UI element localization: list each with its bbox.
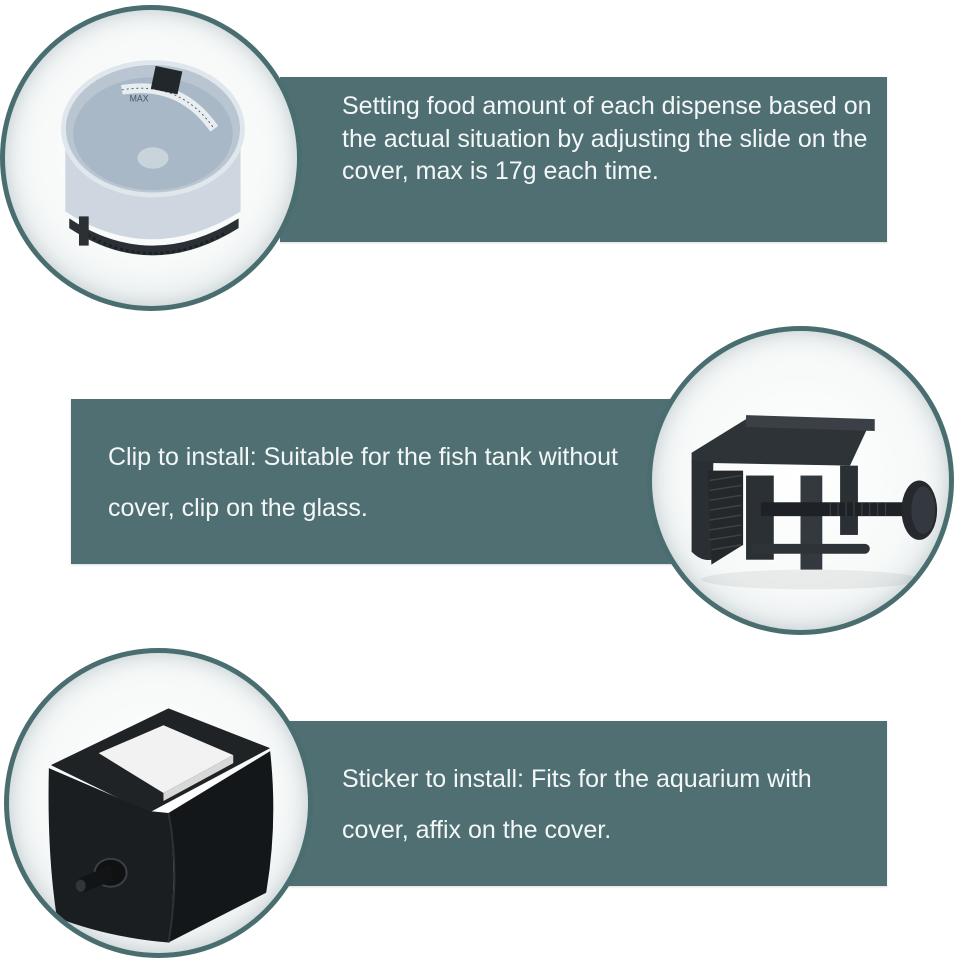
feeder-body-icon	[48, 708, 274, 943]
feature-text-clip-install: Clip to install: Suitable for the fish t…	[108, 443, 618, 522]
clip-mount-icon	[691, 415, 938, 590]
svg-text:MAX: MAX	[130, 94, 149, 104]
feature-text-food-amount: Setting food amount of each dispense bas…	[342, 92, 872, 185]
feature-banner-food-amount: Setting food amount of each dispense bas…	[280, 77, 887, 242]
feature-banner-sticker-install: Sticker to install: Fits for the aquariu…	[280, 721, 887, 886]
feeder-drum-icon: MAX	[60, 60, 245, 256]
feature-banner-clip-install: Clip to install: Suitable for the fish t…	[71, 399, 691, 564]
clip-mount-image	[647, 326, 954, 635]
feeder-drum-image: MAX	[0, 5, 302, 311]
feeder-body-image	[4, 648, 313, 958]
feature-text-sticker-install: Sticker to install: Fits for the aquariu…	[342, 765, 812, 844]
